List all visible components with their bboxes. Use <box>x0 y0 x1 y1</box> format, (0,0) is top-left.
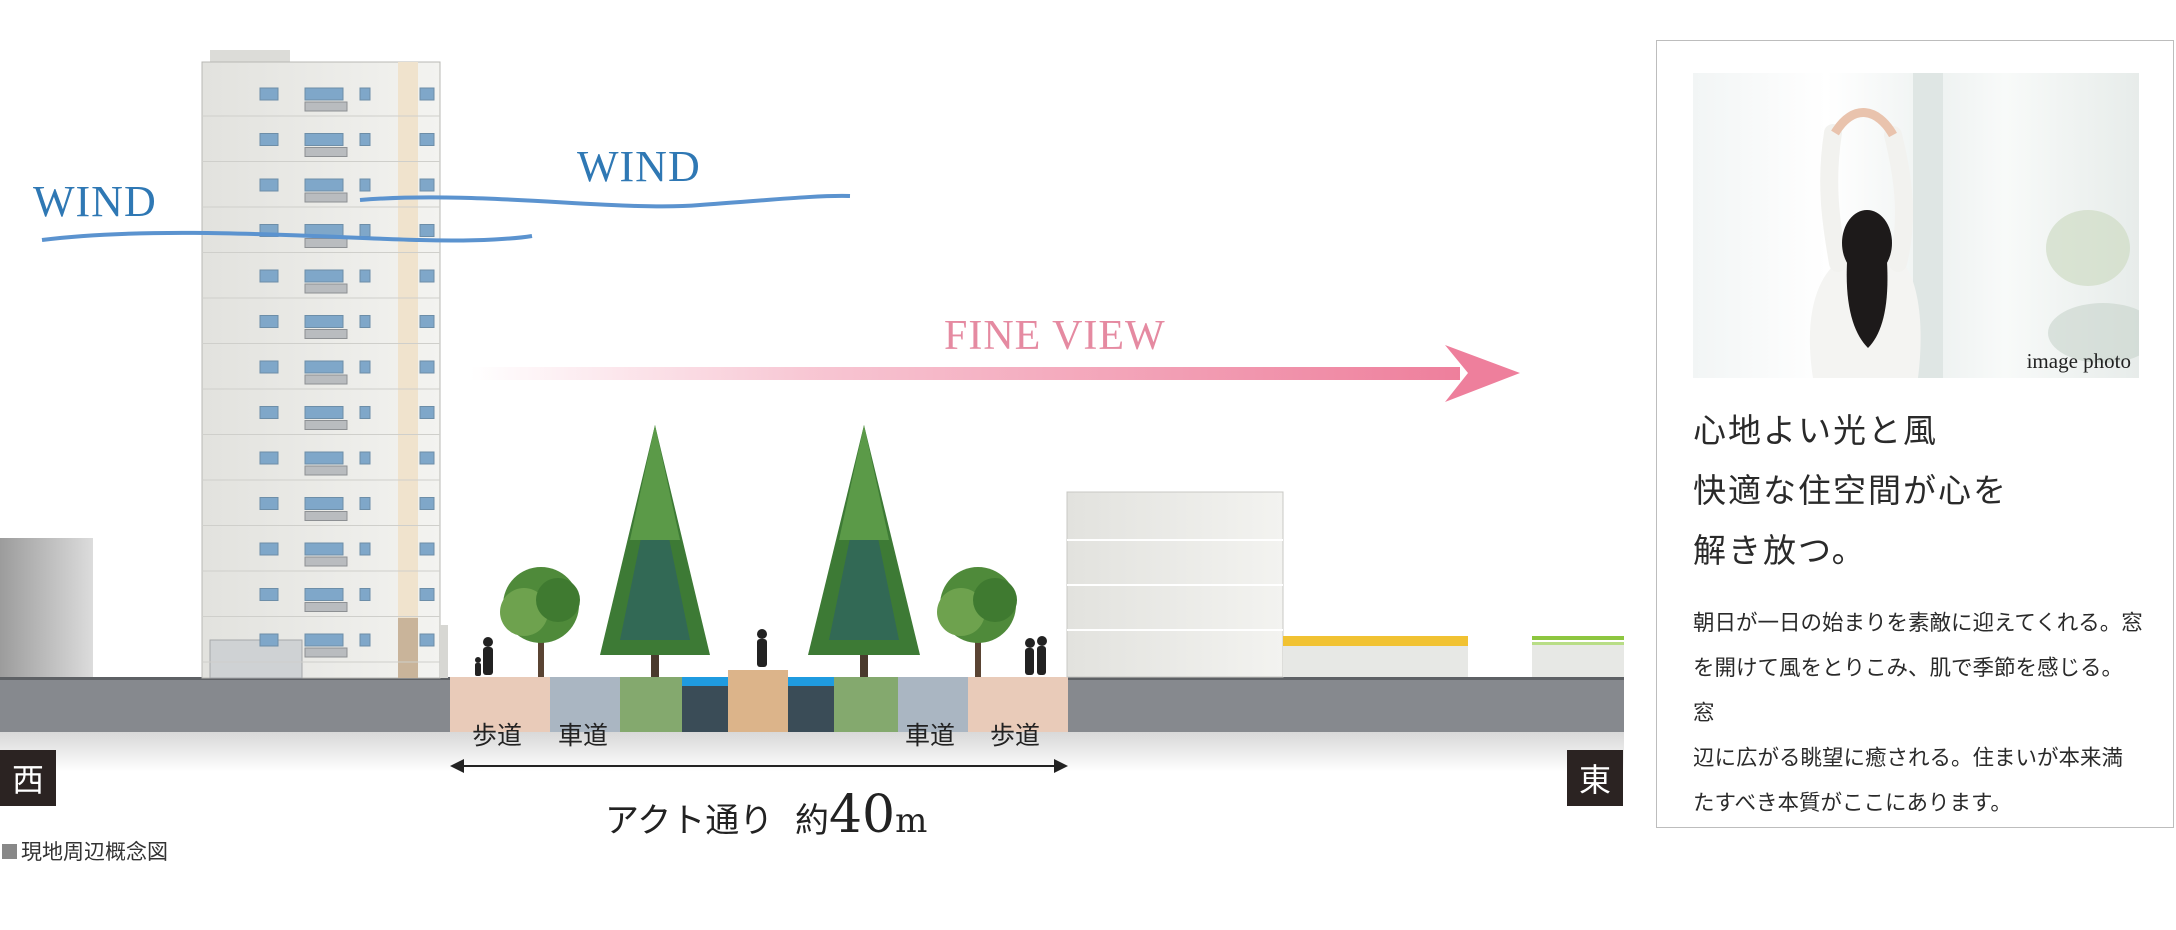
zone-label-roadway-left: 車道 <box>558 721 609 750</box>
wind-label-left: WIND <box>33 177 157 226</box>
direction-east-badge: 東 <box>1567 750 1623 806</box>
fine-view-label: FINE VIEW <box>944 313 1166 359</box>
street-width-value: 40 <box>828 785 896 845</box>
wind-label-right: WIND <box>577 142 701 191</box>
street-name: アクト通り <box>605 801 774 841</box>
street-zones <box>450 670 1068 732</box>
roadway-right <box>898 677 968 732</box>
tree-small-right <box>937 567 1017 677</box>
body-line: たすべき本質がここにあります。 <box>1693 791 2012 816</box>
people <box>475 629 1047 676</box>
info-panel: image photo 心地よい光と風 快適な住空間が心を 解き放つ。 朝日が一… <box>1656 40 2174 828</box>
left-building <box>0 538 93 677</box>
photo-illustration <box>1809 73 2139 378</box>
east-building-far <box>1532 645 1624 677</box>
body-line: 辺に広がる眺望に癒される。住まいが本来満 <box>1693 746 2124 771</box>
tree-small-left <box>500 567 580 677</box>
sidewalk-left <box>450 677 550 732</box>
panel-body-text: 朝日が一日の始まりを素敵に迎えてくれる。窓 を開けて風をとりこみ、肌で季節を感じ… <box>1693 601 2143 826</box>
body-line: を開けて風をとりこみ、肌で季節を感じる。窓 <box>1693 656 2124 726</box>
street-width-unit: m <box>895 801 928 841</box>
diagram-caption: 現地周辺概念図 <box>2 836 168 866</box>
tree-tall-left <box>600 425 710 677</box>
caption-text: 現地周辺概念図 <box>21 840 168 864</box>
panel-headline: 心地よい光と風 快適な住空間が心を 解き放つ。 <box>1693 401 2008 581</box>
fine-view-arrow <box>470 345 1520 402</box>
median-left <box>620 677 682 732</box>
zone-label-roadway-right: 車道 <box>905 721 956 750</box>
street-width-label: アクト通り 約40m <box>605 785 927 845</box>
site-diagram: WIND WIND FINE VIEW 歩道 車道 車道 歩道 西 東 アクト通… <box>0 50 1624 866</box>
wind-curve-left <box>41 230 533 243</box>
diagram-canvas <box>0 50 1624 773</box>
east-building-low <box>1283 645 1468 677</box>
zone-label-sidewalk-left: 歩道 <box>472 721 523 750</box>
headline-line: 心地よい光と風 <box>1693 411 1938 450</box>
body-line: 朝日が一日の始まりを素敵に迎えてくれる。窓 <box>1693 611 2143 636</box>
street-width-prefix: 約 <box>794 801 829 841</box>
roadway-left <box>550 677 620 732</box>
headline-line: 快適な住空間が心を <box>1693 471 2008 510</box>
direction-west-badge: 西 <box>0 750 56 806</box>
photo-caption: image photo <box>2026 349 2131 373</box>
street-width-arrow <box>450 759 1068 773</box>
caption-square-icon <box>2 843 17 859</box>
stretching-woman-photo: image photo <box>1693 73 2139 378</box>
headline-line: 解き放つ。 <box>1693 531 1867 570</box>
plaza <box>728 670 788 732</box>
wind-curve-right <box>359 193 851 209</box>
zone-label-sidewalk-right: 歩道 <box>990 721 1041 750</box>
tree-tall-right <box>808 425 920 677</box>
sidewalk-right <box>968 677 1068 732</box>
median-right <box>834 677 898 732</box>
tower-building <box>201 50 448 679</box>
